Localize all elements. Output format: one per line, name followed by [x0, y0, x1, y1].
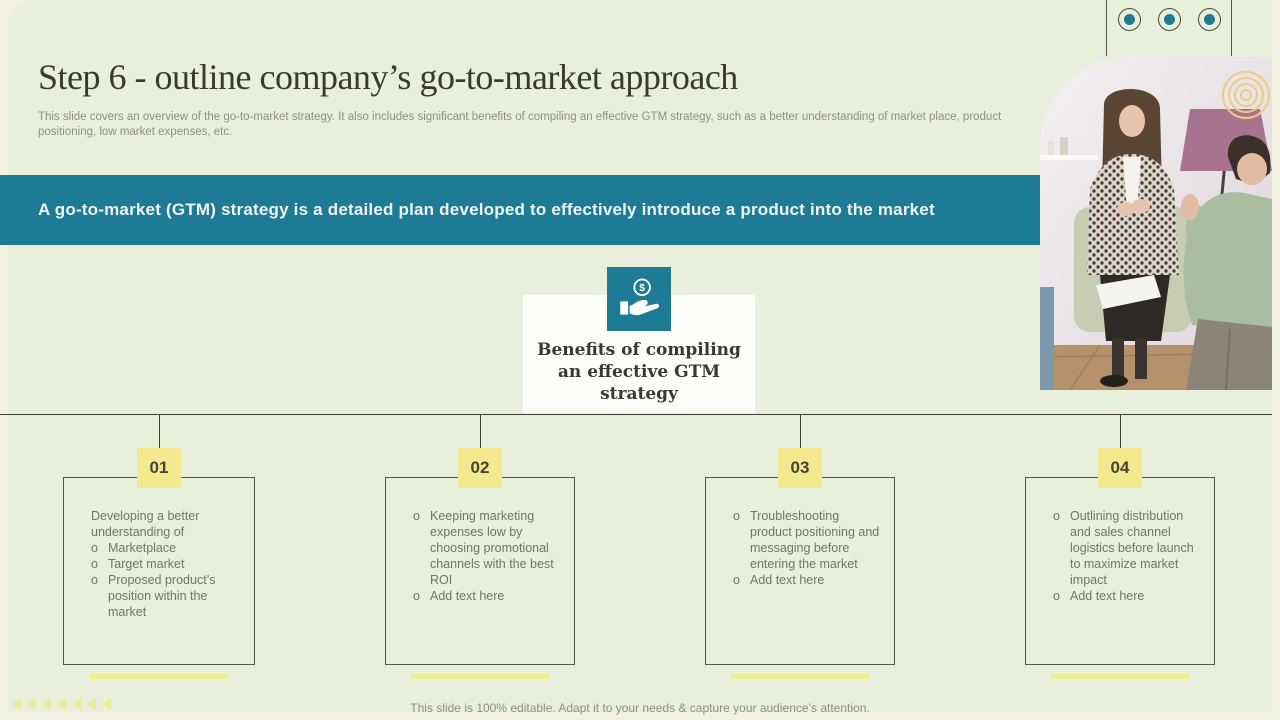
circle-dot-icon — [1157, 8, 1181, 31]
circle-dot-icon — [1117, 8, 1141, 31]
column-intro-text: Developing a better understanding of — [91, 509, 200, 539]
chevron-left-icon-row — [12, 698, 111, 710]
chevron-left-icon — [57, 698, 66, 710]
step-column-01: 01 Developing a better understanding of … — [63, 414, 255, 686]
slide-marker-dots — [1106, 0, 1232, 56]
connector-line — [800, 414, 801, 448]
connector-line — [480, 414, 481, 448]
step-number-badge: 04 — [1098, 448, 1142, 488]
yellow-underline — [89, 674, 229, 679]
chevron-left-icon — [42, 698, 51, 710]
chevron-left-icon — [72, 698, 81, 710]
photo-illustration — [1040, 57, 1272, 390]
step-number-badge: 03 — [778, 448, 822, 488]
chevron-left-icon — [102, 698, 111, 710]
dollar-glyph: $ — [639, 283, 645, 294]
slide-description: This slide covers an overview of the go-… — [38, 111, 1002, 138]
page-title: Step 6 - outline company’s go-to-market … — [38, 57, 738, 97]
editable-note: This slide is 100% editable. Adapt it to… — [410, 701, 870, 715]
yellow-underline — [410, 674, 550, 679]
benefits-label: Benefits of compiling an effective GTM s… — [537, 340, 741, 404]
divider-line — [0, 414, 1272, 415]
step-number-badge: 01 — [137, 448, 181, 488]
circle-dot-icon — [1197, 8, 1221, 31]
yellow-underline — [730, 674, 870, 679]
chevron-left-icon — [87, 698, 96, 710]
connector-line — [1120, 414, 1121, 448]
step-number-badge: 02 — [458, 448, 502, 488]
chevron-left-icon — [12, 698, 21, 710]
chevron-left-icon — [27, 698, 36, 710]
banner-text: A go-to-market (GTM) strategy is a detai… — [38, 200, 935, 219]
yellow-underline — [1050, 674, 1190, 679]
connector-line — [159, 414, 160, 448]
gtm-definition-banner: A go-to-market (GTM) strategy is a detai… — [0, 175, 1040, 245]
photo-two-women-talking — [1040, 57, 1272, 390]
benefits-card: $ Benefits of compiling an effective GTM… — [523, 267, 755, 413]
hand-holding-dollar-icon: $ — [607, 267, 671, 331]
